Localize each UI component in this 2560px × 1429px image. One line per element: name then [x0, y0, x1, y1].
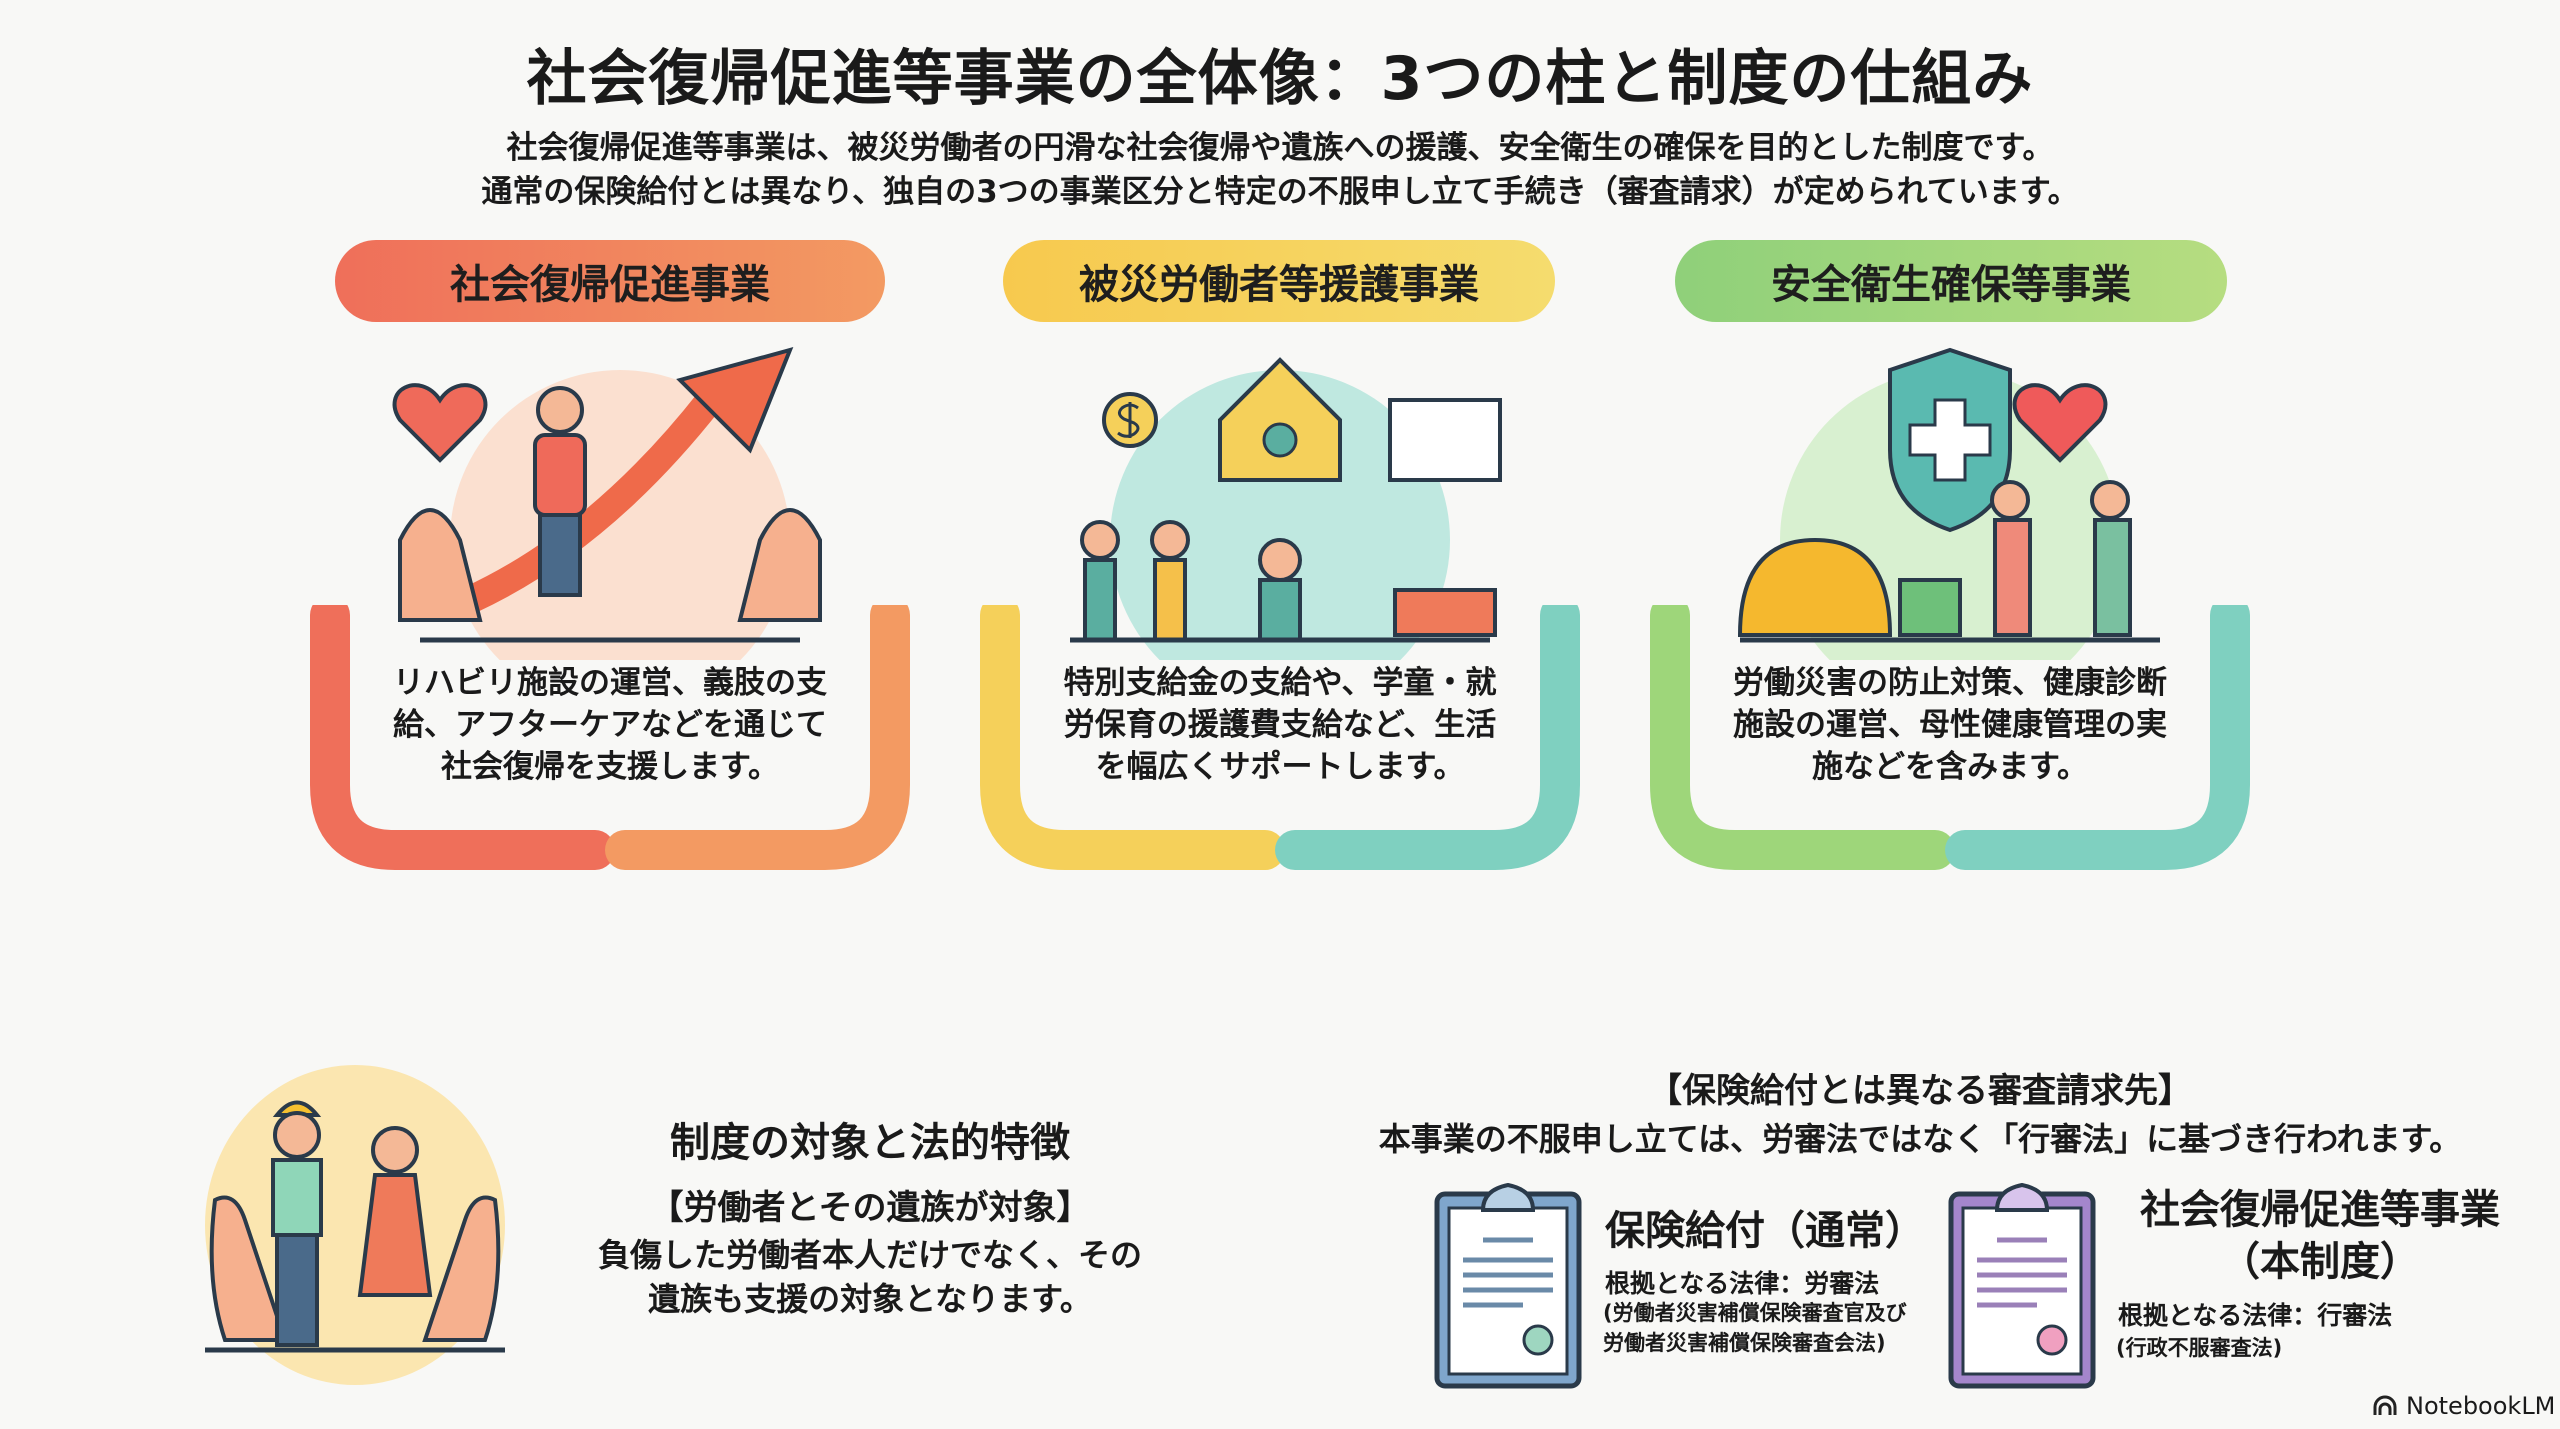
pillar-3-description: 労働災害の防止対策、健康診断 施設の運営、母性健康管理の実 施などを含みます。 — [1695, 662, 2205, 788]
logo-text: NotebookLM — [2406, 1392, 2556, 1420]
target-heading: 制度の対象と法的特徴 — [670, 1120, 1070, 1166]
appeal-item-1-law: 根拠となる法律：労審法 — [1605, 1269, 1880, 1298]
subtitle-line-2: 通常の保険給付とは異なり、独自の3つの事業区分と特定の不服申し立て手続き（審査請… — [481, 174, 2079, 210]
pillar-3-line: 施設の運営、母性健康管理の実 — [1733, 707, 2167, 743]
target-body-line: 負傷した労働者本人だけでなく、その — [597, 1236, 1142, 1274]
pillar-3-bracket — [1650, 605, 2250, 870]
pillar-2-description: 特別支給金の支給や、学童・就 労保育の援護費支給など、生活 を幅広くサポートしま… — [1025, 662, 1535, 788]
pillar-2-bracket — [980, 605, 1580, 870]
title-line: （本制度） — [2220, 1239, 2420, 1285]
title-line: 社会復帰促進等事業 — [2140, 1187, 2500, 1233]
pillar-2-line: 特別支給金の支給や、学童・就 — [1063, 665, 1497, 701]
notebooklm-logo: NotebookLM — [2372, 1392, 2555, 1420]
appeal-item-2-detail: (行政不服審査法) — [2116, 1336, 2283, 1360]
pillar-1-label: 社会復帰促進事業 — [335, 240, 885, 322]
page-title: 社会復帰促進等事業の全体像：3つの柱と制度の仕組み — [526, 44, 2034, 114]
pillar-1-description: リハビリ施設の運営、義肢の支 給、アフターケアなどを通じて 社会復帰を支援します… — [355, 662, 865, 788]
target-body-line: 遺族も支援の対象となります。 — [648, 1280, 1092, 1318]
pillar-2-line: 労保育の援護費支給など、生活 — [1063, 707, 1497, 743]
appeal-item-1-detail: (労働者災害補償保険審査官及び 労働者災害補償保険審査会法) — [1603, 1298, 1907, 1358]
subtitle-line-1: 社会復帰促進等事業は、被災労働者の円滑な社会復帰や遺族への援護、安全衛生の確保を… — [506, 130, 2054, 166]
target-body: 負傷した労働者本人だけでなく、その 遺族も支援の対象となります。 — [520, 1233, 1220, 1321]
safety-illustration — [1737, 347, 2160, 660]
worker-and-family-illustration — [205, 1065, 505, 1385]
pillar-1-line: 給、アフターケアなどを通じて — [393, 707, 827, 743]
rehabilitation-illustration — [392, 347, 822, 660]
clipboard-rehabilitation-icon — [1948, 1182, 2096, 1389]
pillar-2-label: 被災労働者等援護事業 — [1003, 240, 1555, 322]
appeal-item-2-title: 社会復帰促進等事業 （本制度） — [2105, 1184, 2535, 1288]
support-illustration — [1070, 357, 1502, 660]
detail-line: 労働者災害補償保険審査会法) — [1603, 1331, 1886, 1355]
pillar-1-line: 社会復帰を支援します。 — [441, 749, 779, 785]
pillar-3-line: 労働災害の防止対策、健康診断 — [1733, 665, 2167, 701]
appeal-heading: 【保険給付とは異なる審査請求先】 — [1648, 1071, 2192, 1111]
target-subheading: 【労働者とその遺族が対象】 — [649, 1188, 1091, 1228]
pillar-3-line: 施などを含みます。 — [1812, 749, 2088, 785]
appeal-lead: 本事業の不服申し立ては、労審法ではなく「行審法」に基づき行われます。 — [1378, 1120, 2462, 1158]
clipboard-insurance-icon — [1434, 1182, 1582, 1389]
appeal-item-1-title: 保険給付（通常） — [1605, 1208, 1925, 1254]
pillar-3-label: 安全衛生確保等事業 — [1675, 240, 2227, 322]
appeal-item-2-law: 根拠となる法律：行審法 — [2118, 1301, 2393, 1330]
notebooklm-icon — [2373, 1395, 2397, 1415]
pillar-1-line: リハビリ施設の運営、義肢の支 — [393, 665, 827, 701]
detail-line: (労働者災害補償保険審査官及び — [1603, 1301, 1907, 1325]
pillar-2-line: を幅広くサポートします。 — [1095, 749, 1465, 785]
pillar-1-bracket — [310, 605, 910, 870]
dollar-icon — [1117, 402, 1140, 438]
